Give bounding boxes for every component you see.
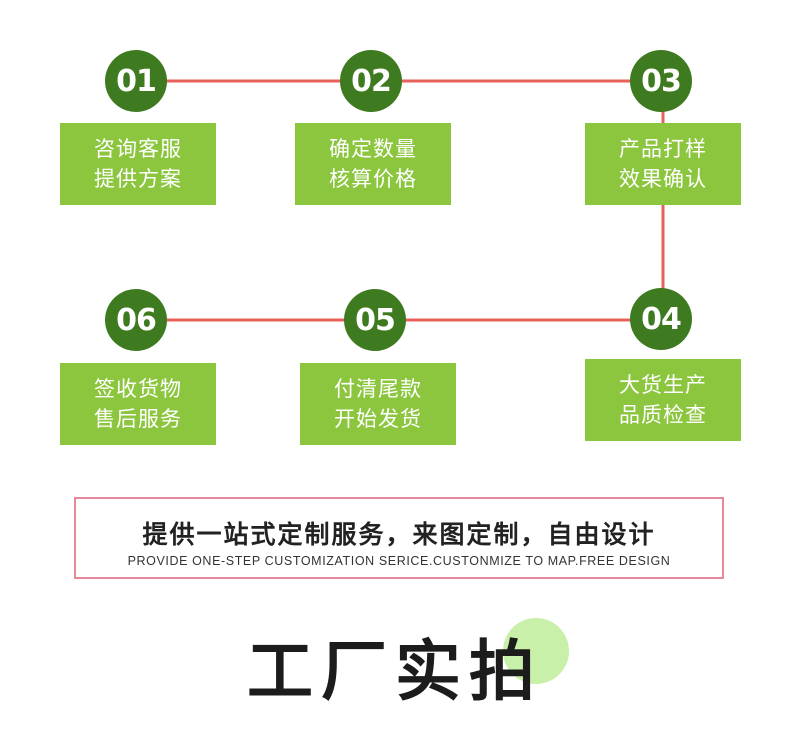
step-01-number: 01 bbox=[105, 50, 167, 112]
step-03-number: 03 bbox=[630, 50, 692, 112]
step-04-number: 04 bbox=[630, 288, 692, 350]
section-title: 工厂实拍 bbox=[247, 633, 543, 710]
step-02-line2: 核算价格 bbox=[329, 167, 417, 191]
slogan-box: 提供一站式定制服务，来图定制，自由设计 PROVIDE ONE-STEP CUS… bbox=[74, 497, 724, 579]
step-03-line1: 产品打样 bbox=[619, 137, 707, 161]
step-01-line2: 提供方案 bbox=[94, 167, 182, 191]
step-06-line1: 签收货物 bbox=[94, 377, 182, 401]
step-01-line1: 咨询客服 bbox=[94, 137, 182, 161]
step-03-box: 产品打样 效果确认 bbox=[585, 123, 741, 205]
slogan-english: PROVIDE ONE-STEP CUSTOMIZATION SERICE.CU… bbox=[127, 554, 671, 568]
step-04-line1: 大货生产 bbox=[619, 373, 707, 397]
step-03-line2: 效果确认 bbox=[619, 167, 707, 191]
step-06-line2: 售后服务 bbox=[94, 407, 182, 431]
step-04-line2: 品质检查 bbox=[619, 403, 707, 427]
step-05-line1: 付清尾款 bbox=[334, 377, 422, 401]
step-06-number: 06 bbox=[105, 289, 167, 351]
step-02-box: 确定数量 核算价格 bbox=[295, 123, 451, 205]
decorative-green-dot bbox=[503, 618, 569, 684]
step-02-line1: 确定数量 bbox=[329, 137, 417, 161]
step-02-number: 02 bbox=[340, 50, 402, 112]
step-05-box: 付清尾款 开始发货 bbox=[300, 363, 456, 445]
step-06-box: 签收货物 售后服务 bbox=[60, 363, 216, 445]
step-05-line2: 开始发货 bbox=[334, 407, 422, 431]
step-05-number: 05 bbox=[344, 289, 406, 351]
step-01-box: 咨询客服 提供方案 bbox=[60, 123, 216, 205]
step-04-box: 大货生产 品质检查 bbox=[585, 359, 741, 441]
slogan-chinese: 提供一站式定制服务，来图定制，自由设计 bbox=[142, 520, 656, 549]
